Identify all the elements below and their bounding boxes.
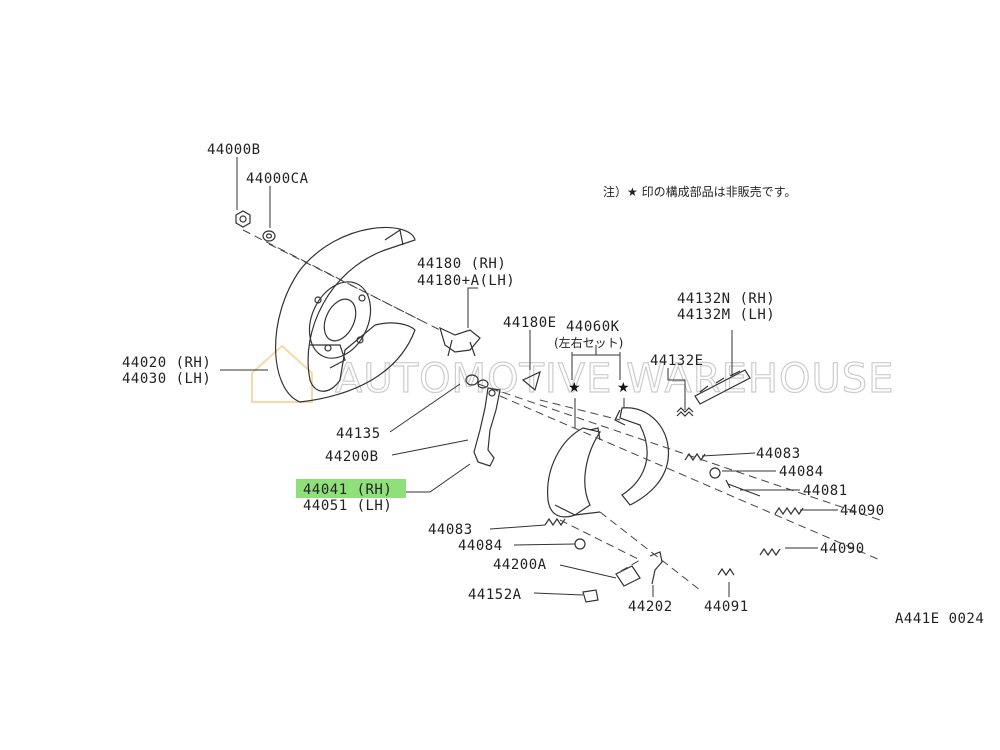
label-44084-right[interactable]: 44084: [779, 464, 824, 480]
strut-44200a-part[interactable]: [615, 565, 641, 587]
watermark-logo-icon: [251, 344, 313, 403]
label-44180-lh[interactable]: 44180+A(LH): [417, 273, 515, 289]
part-labels: 44000B 44000CA 44180 (RH) 44180+A(LH) 44…: [122, 142, 984, 627]
pin-44081-part[interactable]: [725, 479, 761, 497]
label-44041[interactable]: 44041 (RH): [303, 482, 392, 498]
label-44051[interactable]: 44051 (LH): [303, 498, 392, 514]
label-44200a[interactable]: 44200A: [493, 557, 547, 573]
diagram-code: A441E 0024: [895, 611, 984, 627]
label-44132n[interactable]: 44132N (RH): [677, 291, 775, 307]
star-marker-icon: ★: [617, 381, 630, 396]
label-44084-left[interactable]: 44084: [458, 538, 503, 554]
cap-44152a-part[interactable]: [582, 589, 599, 603]
label-44000ca[interactable]: 44000CA: [246, 171, 309, 187]
cup-44084-right-part[interactable]: [709, 467, 721, 479]
star-marker-icon: ★: [568, 381, 581, 396]
spring-44091-part[interactable]: [717, 567, 735, 577]
label-44202[interactable]: 44202: [628, 599, 673, 615]
adjuster-44180-part[interactable]: [439, 326, 481, 357]
label-44083-right[interactable]: 44083: [756, 446, 801, 462]
spring-44083-left-part[interactable]: [544, 517, 566, 527]
label-44090-lower[interactable]: 44090: [820, 541, 865, 557]
label-44083-left[interactable]: 44083: [428, 522, 473, 538]
brake-shoe-right-part[interactable]: [614, 407, 670, 506]
backing-plate-part[interactable]: [275, 226, 416, 403]
label-44081[interactable]: 44081: [803, 483, 848, 499]
label-44030[interactable]: 44030 (LH): [122, 371, 211, 387]
spring-44090-upper-part[interactable]: [774, 506, 804, 516]
watermark: AUTOMOTIVE WAREHOUSE: [251, 344, 894, 403]
leader-lines: [220, 157, 838, 597]
lever-44041-part[interactable]: [473, 387, 501, 467]
label-44020[interactable]: 44020 (RH): [122, 355, 211, 371]
label-44060k[interactable]: 44060K: [566, 319, 620, 335]
label-44091[interactable]: 44091: [704, 599, 749, 615]
label-44135[interactable]: 44135: [336, 426, 381, 442]
spring-44132e-part[interactable]: [676, 407, 694, 417]
assembly-lines: [242, 229, 881, 591]
washer-44135-part[interactable]: [465, 374, 479, 386]
washer-44000ca-part[interactable]: [262, 230, 276, 242]
label-44090-upper[interactable]: 44090: [840, 503, 885, 519]
cup-44084-left-part[interactable]: [574, 538, 586, 550]
label-44000b[interactable]: 44000B: [207, 142, 261, 158]
spring-44090-lower-part[interactable]: [759, 547, 781, 557]
label-44152a[interactable]: 44152A: [468, 587, 522, 603]
label-44180-rh[interactable]: 44180 (RH): [417, 256, 506, 272]
label-44132m[interactable]: 44132M (LH): [677, 307, 775, 323]
label-44132e[interactable]: 44132E: [650, 353, 704, 369]
note-text: 注）★ 印の構成部品は非販売です。: [603, 184, 796, 199]
label-44200b[interactable]: 44200B: [325, 449, 379, 465]
pin-44180e-part[interactable]: [521, 370, 541, 392]
label-44060k-sub: (左右セット): [554, 335, 623, 350]
nut-44000b-part[interactable]: [235, 210, 251, 228]
brake-shoe-left-part[interactable]: [547, 427, 601, 518]
highlight-44041: [296, 479, 406, 498]
watermark-text: AUTOMOTIVE WAREHOUSE: [335, 356, 894, 402]
bolt-44202-part[interactable]: [649, 551, 663, 585]
label-44180e[interactable]: 44180E: [503, 315, 557, 331]
